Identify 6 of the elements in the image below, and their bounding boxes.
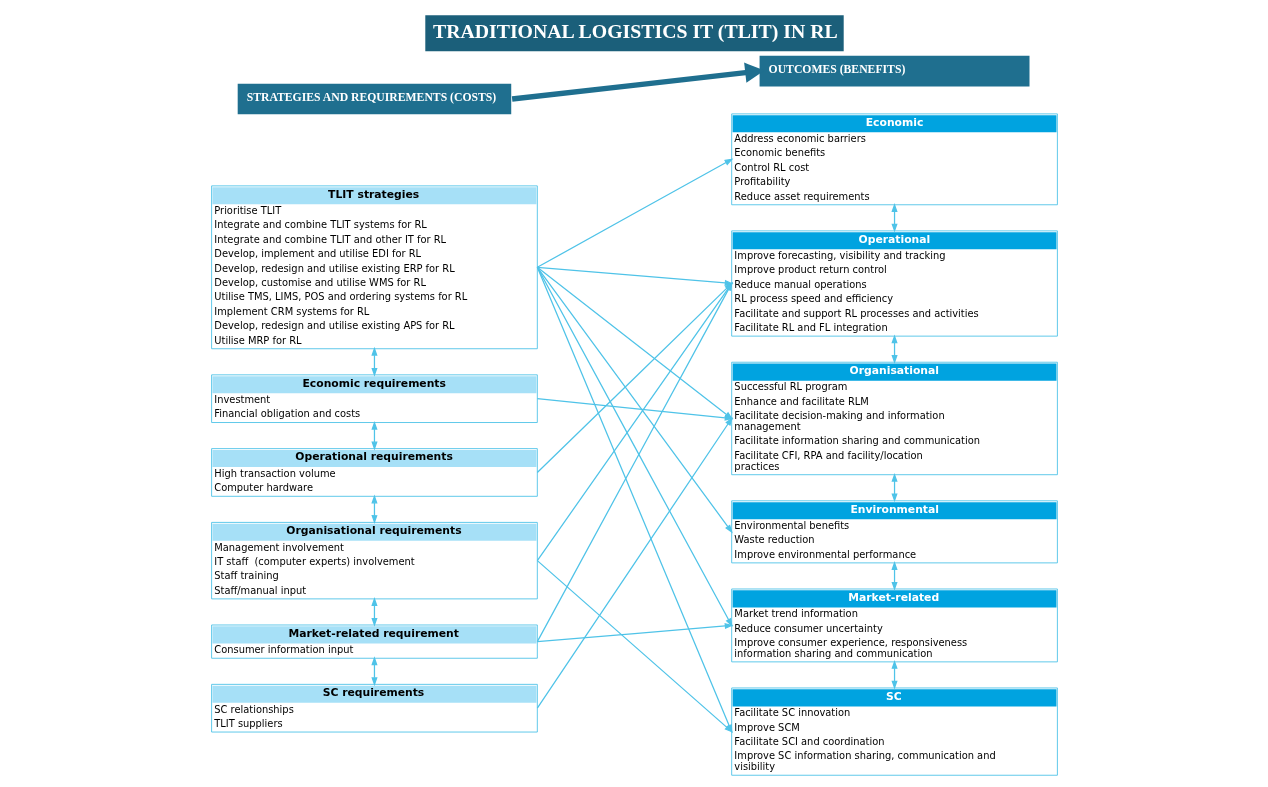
node-box: OUTCOMES (BENEFITS) bbox=[759, 55, 1029, 87]
node-box: STRATEGIES AND REQUIREMENTS (COSTS) bbox=[237, 83, 511, 115]
diagram-title: TRADITIONAL LOGISTICS IT (TLIT) IN RL bbox=[432, 19, 838, 42]
arrow bbox=[536, 622, 734, 643]
arrow bbox=[536, 158, 733, 268]
arrow bbox=[536, 416, 733, 709]
